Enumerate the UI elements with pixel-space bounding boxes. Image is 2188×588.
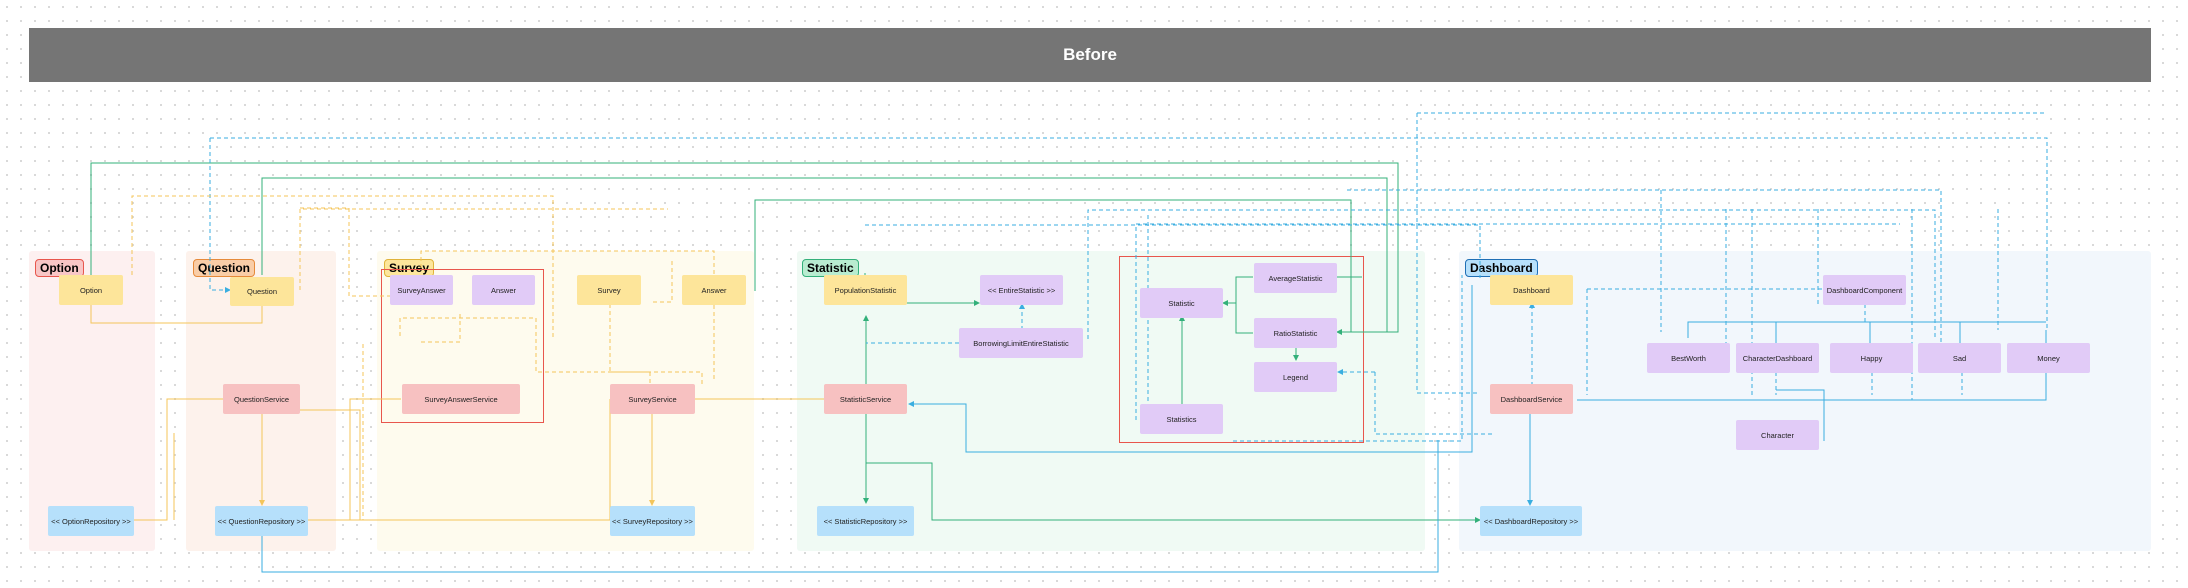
option-repository-node[interactable]: << OptionRepository >> bbox=[48, 506, 134, 536]
happy-node[interactable]: Happy bbox=[1830, 343, 1913, 373]
dashboard-service-node[interactable]: DashboardService bbox=[1490, 384, 1573, 414]
sad-node[interactable]: Sad bbox=[1918, 343, 2001, 373]
section-label-question: Question bbox=[193, 259, 256, 277]
yellow-dashed-connectors bbox=[131, 195, 715, 520]
dashboard-component-node[interactable]: DashboardComponent bbox=[1823, 275, 1906, 305]
question-service-node[interactable]: QuestionService bbox=[223, 384, 300, 414]
entire-statistic-node[interactable]: << EntireStatistic >> bbox=[980, 275, 1063, 305]
legend-node[interactable]: Legend bbox=[1254, 362, 1337, 392]
statistic-repository-node[interactable]: << StatisticRepository >> bbox=[817, 506, 914, 536]
blue-connectors bbox=[261, 285, 2047, 573]
option-node[interactable]: Option bbox=[59, 275, 123, 305]
money-node[interactable]: Money bbox=[2007, 343, 2090, 373]
question-repository-node[interactable]: << QuestionRepository >> bbox=[215, 506, 308, 536]
survey-repository-node[interactable]: << SurveyRepository >> bbox=[610, 506, 695, 536]
statistics-node[interactable]: Statistics bbox=[1140, 404, 1223, 434]
survey-node[interactable]: Survey bbox=[577, 275, 641, 305]
statistic-node[interactable]: Statistic bbox=[1140, 288, 1223, 318]
average-statistic-node[interactable]: AverageStatistic bbox=[1254, 263, 1337, 293]
survey-answer-node[interactable]: SurveyAnswer bbox=[390, 275, 453, 305]
dashboard-node[interactable]: Dashboard bbox=[1490, 275, 1573, 305]
question-node[interactable]: Question bbox=[230, 277, 294, 306]
answer-left-node[interactable]: Answer bbox=[472, 275, 535, 305]
best-worth-node[interactable]: BestWorth bbox=[1647, 343, 1730, 373]
dashboard-repository-node[interactable]: << DashboardRepository >> bbox=[1480, 506, 1582, 536]
green-connectors bbox=[90, 162, 1481, 523]
section-label-survey: Survey bbox=[384, 259, 435, 277]
statistic-service-node[interactable]: StatisticService bbox=[824, 384, 907, 414]
character-dashboard-node[interactable]: CharacterDashboard bbox=[1736, 343, 1819, 373]
section-dashboard bbox=[1459, 251, 2151, 551]
statistics-group-frame bbox=[1119, 256, 1364, 443]
survey-answer-group-frame bbox=[381, 269, 544, 423]
page-title: Before bbox=[29, 28, 2151, 82]
character-node[interactable]: Character bbox=[1736, 420, 1819, 450]
borrowing-limit-entire-statistic-node[interactable]: BorrowingLimitEntireStatistic bbox=[959, 328, 1083, 358]
population-statistic-node[interactable]: PopulationStatistic bbox=[824, 275, 907, 305]
survey-answer-service-node[interactable]: SurveyAnswerService bbox=[402, 384, 520, 414]
answer-right-node[interactable]: Answer bbox=[682, 275, 746, 305]
section-label-statistic: Statistic bbox=[802, 259, 859, 277]
ratio-statistic-node[interactable]: RatioStatistic bbox=[1254, 318, 1337, 348]
survey-service-node[interactable]: SurveyService bbox=[610, 384, 695, 414]
section-label-option: Option bbox=[35, 259, 84, 277]
page-title-text: Before bbox=[1063, 45, 1117, 64]
